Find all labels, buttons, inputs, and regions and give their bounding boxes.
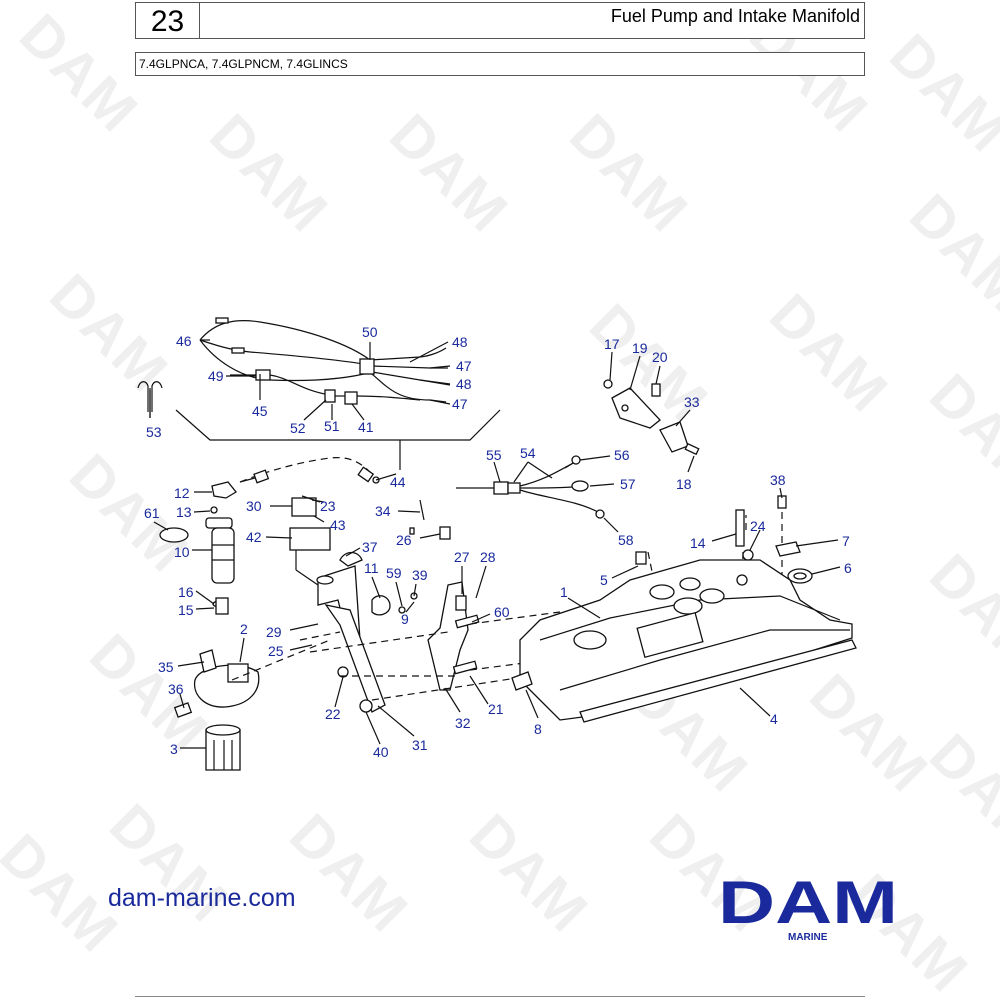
callout-7: 7 — [842, 533, 850, 549]
callout-5: 5 — [600, 572, 608, 588]
callout-6: 6 — [844, 560, 852, 576]
bolt-lines — [231, 500, 783, 701]
callout-57: 57 — [620, 476, 636, 492]
callout-25: 25 — [268, 643, 284, 659]
callout-29: 29 — [266, 624, 282, 640]
callout-11: 11 — [364, 560, 379, 576]
callout-53: 53 — [146, 424, 162, 440]
callout-50: 50 — [362, 324, 378, 340]
callout-33: 33 — [684, 394, 700, 410]
callout-54: 54 — [520, 445, 536, 461]
callout-37: 37 — [362, 539, 378, 555]
callout-44: 44 — [390, 474, 406, 490]
leader-lines — [149, 339, 841, 749]
callout-40: 40 — [373, 744, 389, 760]
callout-1: 1 — [560, 584, 568, 600]
callout-52: 52 — [290, 420, 306, 436]
intake-manifold — [511, 495, 857, 723]
callout-48a: 48 — [452, 334, 468, 350]
callout-55: 55 — [486, 447, 502, 463]
callout-26: 26 — [396, 532, 412, 548]
callout-46: 46 — [176, 333, 192, 349]
callout-48b: 48 — [456, 376, 472, 392]
sensor-harness — [456, 455, 605, 519]
callout-19: 19 — [632, 340, 648, 356]
callout-59: 59 — [386, 565, 402, 581]
assembly-bracket-line — [175, 409, 501, 441]
callout-22: 22 — [325, 706, 341, 722]
callout-47a: 47 — [456, 358, 472, 374]
callout-4: 4 — [770, 711, 778, 727]
callout-36: 36 — [168, 681, 184, 697]
page-title: Fuel Pump and Intake Manifold — [610, 6, 860, 26]
callout-27: 27 — [454, 549, 470, 565]
fuel-line-assembly — [239, 457, 380, 484]
callout-8: 8 — [534, 721, 542, 737]
callout-17: 17 — [604, 336, 620, 352]
page-number: 23 — [135, 2, 200, 39]
callout-42: 42 — [246, 529, 262, 545]
title-box: Fuel Pump and Intake Manifold — [199, 2, 865, 39]
callout-39: 39 — [412, 567, 428, 583]
callout-41: 41 — [358, 419, 374, 435]
callout-9: 9 — [401, 611, 409, 627]
callout-47b: 47 — [452, 396, 468, 412]
callout-23: 23 — [320, 498, 336, 514]
callout-30: 30 — [246, 498, 262, 514]
relay-and-brackets — [289, 497, 469, 713]
callout-49: 49 — [208, 368, 224, 384]
callout-51: 51 — [324, 418, 340, 434]
callout-14: 14 — [690, 535, 706, 551]
fuel-filter-assembly — [173, 649, 260, 771]
callout-35: 35 — [158, 659, 174, 675]
callout-12: 12 — [174, 485, 190, 501]
dam-logo: DAM — [718, 876, 898, 928]
callout-16: 16 — [178, 584, 194, 600]
callout-43: 43 — [330, 517, 346, 533]
logo-subtext: MARINE — [788, 932, 828, 943]
callout-38: 38 — [770, 472, 786, 488]
callout-21: 21 — [488, 701, 504, 717]
callout-15: 15 — [178, 602, 194, 618]
callout-56: 56 — [614, 447, 630, 463]
callout-labels: 1 2 3 4 5 6 7 8 9 10 11 12 13 14 15 16 1… — [144, 324, 852, 760]
throttle-bracket — [603, 379, 700, 456]
callout-34: 34 — [375, 503, 391, 519]
electric-fuel-pump — [159, 481, 237, 615]
callout-20: 20 — [652, 349, 668, 365]
callout-10: 10 — [174, 544, 190, 560]
models-box: 7.4GLPNCA, 7.4GLPNCM, 7.4GLINCS — [135, 52, 865, 76]
website-link[interactable]: dam-marine.com — [108, 884, 296, 912]
callout-32: 32 — [455, 715, 471, 731]
callout-24: 24 — [750, 518, 766, 534]
footer-rule — [135, 996, 865, 997]
callout-2: 2 — [240, 621, 248, 637]
callout-61: 61 — [144, 505, 160, 521]
callout-45: 45 — [252, 403, 268, 419]
callout-58: 58 — [618, 532, 634, 548]
callout-31: 31 — [412, 737, 428, 753]
callout-60: 60 — [494, 604, 510, 620]
logo-text: DAM — [718, 876, 898, 928]
callout-13: 13 — [176, 504, 192, 520]
callout-3: 3 — [170, 741, 178, 757]
callout-28: 28 — [480, 549, 496, 565]
callout-18: 18 — [676, 476, 692, 492]
engine-models: 7.4GLPNCA, 7.4GLPNCM, 7.4GLINCS — [139, 57, 348, 71]
